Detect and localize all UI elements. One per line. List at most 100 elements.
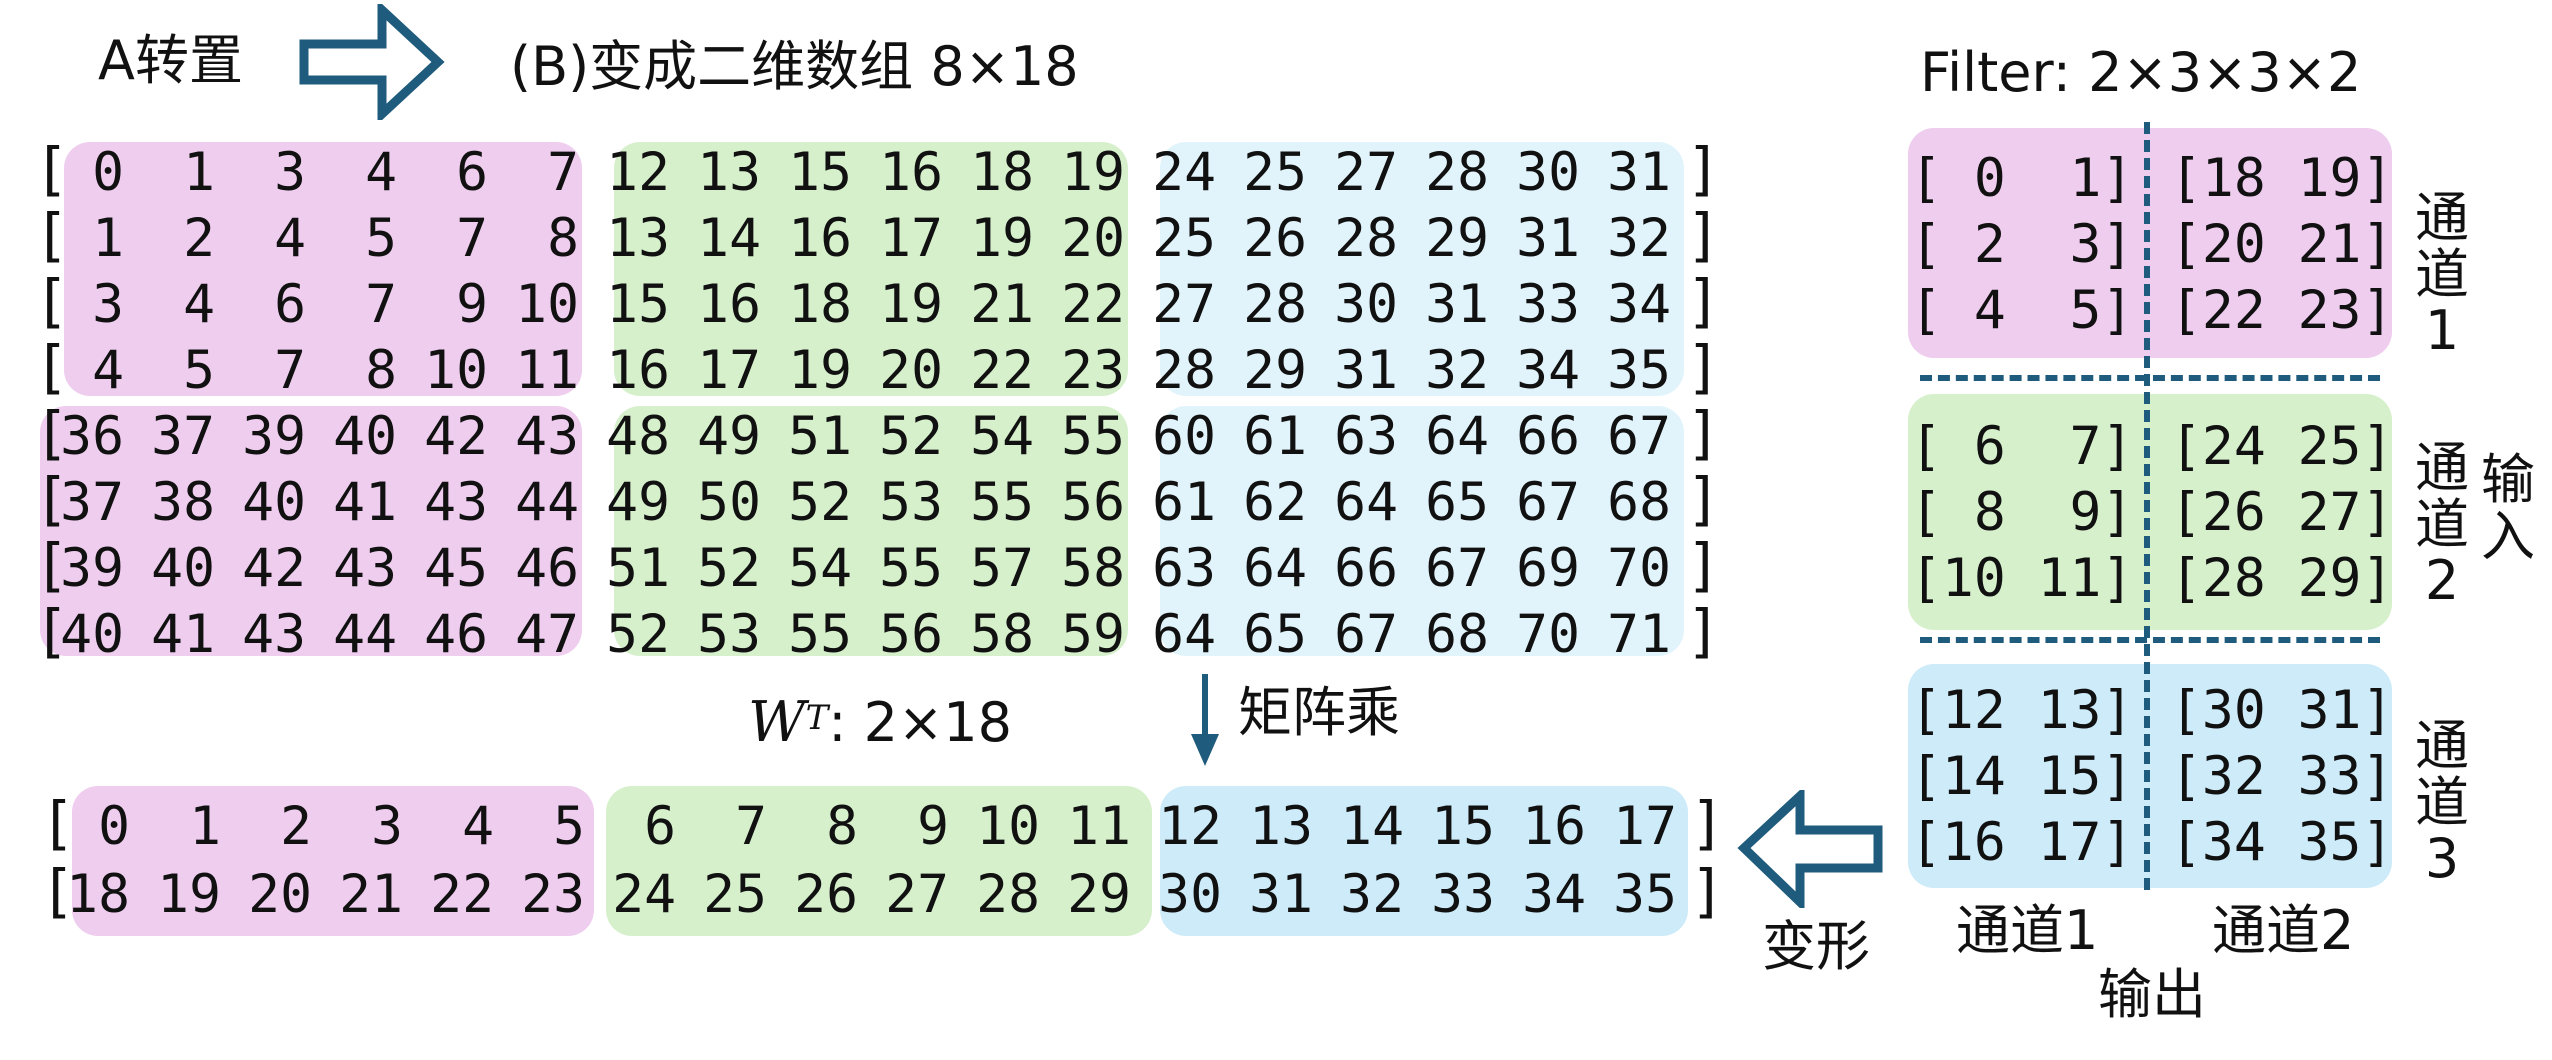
matrix-b-row-cell: 39 [60,538,124,599]
filter-label: Filter: 2×3×3×2 [1920,41,2362,104]
matrix-wt-row-cell: 33 [1431,864,1495,925]
matrix-b-row-cell: 29 [1425,208,1489,269]
matrix-b-row-cell: 13 [697,142,761,203]
matrix-b-row-cell: 7 [274,340,306,401]
matrix-wt-row-cell: 24 [612,864,676,925]
matrix-b-row-cell: 39 [242,406,306,467]
matrix-b-row-cell: 10 [424,340,488,401]
matrix-b-row-cell: 19 [1061,142,1125,203]
matrix-b-row-cell: 43 [333,538,397,599]
matrix-b-row-cell: 16 [788,208,852,269]
matrix-b-row-cell: 20 [879,340,943,401]
matrix-b-row-cell: 64 [1334,472,1398,533]
matrix-b-row-cell: 67 [1607,406,1671,467]
matrix-b-row-cell: 60 [1152,406,1216,467]
matrix-b-row-cell: 58 [970,604,1034,665]
matrix-b-row-cell: 46 [424,604,488,665]
matrix-wt-block-green [606,786,1152,936]
matrix-b-block-blue-top [1160,142,1684,396]
matrix-wt-row-cell: 19 [157,864,221,925]
matrix-b-row-cell: 34 [1607,274,1671,335]
matrix-wt-row-cell: 29 [1067,864,1131,925]
filter-left-row: [ 0 1] [1910,148,2134,209]
matrix-wt-row-cell: 21 [339,864,403,925]
matrix-b-row-cell: 38 [151,472,215,533]
matrix-b-row-cell: 24 [1152,142,1216,203]
matrix-b-row-cell: 42 [242,538,306,599]
matrix-b-row-cell: 40 [60,604,124,665]
matrix-b-row-cell: 61 [1152,472,1216,533]
matrix-b-row-cell: 16 [697,274,761,335]
matrix-b-row-cell: 16 [879,142,943,203]
matrix-b-row-cell: 28 [1152,340,1216,401]
matrix-b-row-cell: 12 [606,142,670,203]
matrix-b-row-cell: 51 [788,406,852,467]
matrix-b-row-cell: 66 [1516,406,1580,467]
matrix-b-row-cell: 56 [1061,472,1125,533]
matrix-b-row-cell: 68 [1607,472,1671,533]
matrix-b-row-cell: 2 [183,208,215,269]
matrix-b-row-cell: 40 [242,472,306,533]
matrix-b-row-cell: 22 [970,340,1034,401]
matrix-b-row-close-bracket: ] [1686,399,1721,467]
matrix-wt-row-cell: 2 [280,796,312,857]
matrix-wt-row-cell: 16 [1522,796,1586,857]
matrix-b-row-cell: 53 [697,604,761,665]
matrix-b-row-open-bracket: [ [34,201,69,269]
matrix-wt-row-cell: 35 [1613,864,1677,925]
matrix-b-row-cell: 30 [1334,274,1398,335]
matrix-b-row-cell: 64 [1152,604,1216,665]
a-transpose-label: A转置 [98,29,243,92]
matrix-b-block-pink-top [64,142,582,396]
matrix-wt-row-cell: 13 [1249,796,1313,857]
filter-left-row: [16 17] [1910,812,2134,873]
matrix-b-row-cell: 19 [970,208,1034,269]
matrix-b-row-cell: 28 [1334,208,1398,269]
filter-divider-1 [1920,375,2380,381]
channel3-label: 通道3 [2415,714,2469,891]
filter-right-row: [28 29] [2170,548,2394,609]
matrix-wt-row-cell: 17 [1613,796,1677,857]
matrix-b-row-cell: 55 [970,472,1034,533]
matrix-b-row-cell: 28 [1425,142,1489,203]
matrix-b-row-close-bracket: ] [1686,267,1721,335]
right-arrow-icon [299,4,445,120]
filter-block-channel1 [1908,128,2392,358]
matrix-b-row-cell: 23 [1061,340,1125,401]
filter-divider-vertical [2144,122,2150,890]
matrix-wt-row-close-bracket: ] [1690,789,1725,857]
matrix-b-block-pink-bottom [40,406,582,656]
filter-left-row: [ 6 7] [1910,416,2134,477]
matrix-b-row-cell: 69 [1516,538,1580,599]
matrix-b-row-cell: 8 [365,340,397,401]
matrix-b-row-open-bracket: [ [34,267,69,335]
matrix-b-row-cell: 4 [183,274,215,335]
matrix-b-row-cell: 62 [1243,472,1307,533]
matrix-b-row-cell: 52 [879,406,943,467]
matrix-b-row-cell: 31 [1607,142,1671,203]
matrix-b-row-cell: 4 [92,340,124,401]
matrix-b-row-cell: 18 [970,142,1034,203]
matrix-b-row-cell: 10 [515,274,579,335]
matrix-b-row-cell: 70 [1516,604,1580,665]
matrix-wt-block-blue [1160,786,1688,936]
matrix-b-row-cell: 64 [1243,538,1307,599]
matrix-b-row-cell: 8 [547,208,579,269]
filter-block-channel3 [1908,664,2392,888]
matrix-wt-row-cell: 25 [703,864,767,925]
matrix-b-row-cell: 49 [697,406,761,467]
wt-dims: : 2×18 [828,691,1012,754]
matrix-b-row-cell: 27 [1334,142,1398,203]
wt-label: WT: 2×18 [748,690,1012,755]
matrix-b-row-close-bracket: ] [1686,135,1721,203]
matrix-b-row-cell: 18 [788,274,852,335]
matrix-b-row-cell: 30 [1516,142,1580,203]
filter-divider-2 [1920,637,2380,643]
matrix-b-row-cell: 57 [970,538,1034,599]
matrix-b-row-cell: 4 [365,142,397,203]
filter-right-row: [26 27] [2170,482,2394,543]
matrix-wt-row-cell: 8 [826,796,858,857]
filter-right-row: [22 23] [2170,280,2394,341]
matrix-b-row-cell: 54 [788,538,852,599]
matrix-b-row-cell: 67 [1334,604,1398,665]
